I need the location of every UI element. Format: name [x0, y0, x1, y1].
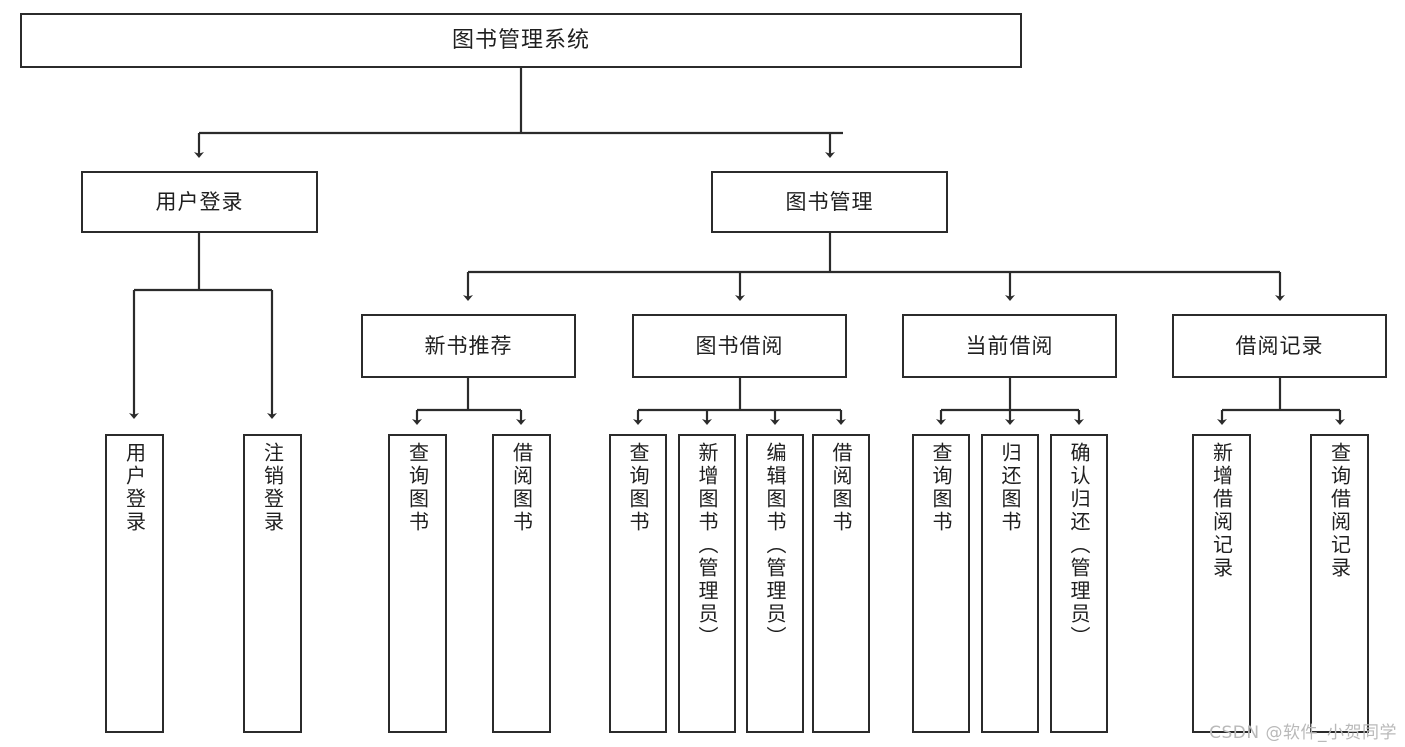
node-root[interactable]: 图书管理系统 — [20, 13, 1022, 68]
node-leaf-user-logout[interactable]: 注销登录 — [243, 434, 302, 733]
node-leaf-query-book-2[interactable]: 查询图书 — [609, 434, 667, 733]
node-leaf-return-book-label: 归还图书 — [998, 442, 1022, 534]
node-new-book-rec-label: 新书推荐 — [424, 333, 513, 358]
node-leaf-add-book[interactable]: 新增图书（管理员） — [678, 434, 736, 733]
node-book-manage-label: 图书管理 — [785, 189, 874, 214]
node-book-borrow-label: 图书借阅 — [695, 333, 784, 358]
node-borrow-record-label: 借阅记录 — [1235, 333, 1324, 358]
node-leaf-add-record[interactable]: 新增借阅记录 — [1192, 434, 1251, 733]
node-leaf-confirm-return[interactable]: 确认归还（管理员） — [1050, 434, 1108, 733]
node-leaf-user-logout-label: 注销登录 — [260, 442, 285, 534]
node-leaf-borrow-book-1[interactable]: 借阅图书 — [492, 434, 551, 733]
node-leaf-user-login[interactable]: 用户登录 — [105, 434, 164, 733]
node-leaf-edit-book-label: 编辑图书（管理员） — [763, 442, 787, 649]
node-leaf-query-book-1-label: 查询图书 — [405, 442, 430, 534]
node-borrow-record[interactable]: 借阅记录 — [1172, 314, 1387, 378]
node-leaf-query-book-3-label: 查询图书 — [929, 442, 953, 534]
node-current-borrow-label: 当前借阅 — [965, 333, 1054, 358]
node-book-manage[interactable]: 图书管理 — [711, 171, 948, 233]
node-leaf-query-book-3[interactable]: 查询图书 — [912, 434, 970, 733]
node-current-borrow[interactable]: 当前借阅 — [902, 314, 1117, 378]
node-leaf-confirm-return-label: 确认归还（管理员） — [1067, 442, 1091, 649]
node-leaf-query-book-2-label: 查询图书 — [626, 442, 650, 534]
node-new-book-rec[interactable]: 新书推荐 — [361, 314, 576, 378]
node-leaf-borrow-book-1-label: 借阅图书 — [509, 442, 534, 534]
node-leaf-query-book-1[interactable]: 查询图书 — [388, 434, 447, 733]
csdn-watermark: CSDN @软件_小贺同学 — [1209, 723, 1397, 743]
node-leaf-query-record[interactable]: 查询借阅记录 — [1310, 434, 1369, 733]
node-leaf-borrow-book-2-label: 借阅图书 — [829, 442, 853, 534]
node-leaf-user-login-label: 用户登录 — [122, 442, 147, 534]
node-leaf-add-record-label: 新增借阅记录 — [1209, 442, 1234, 580]
node-leaf-edit-book[interactable]: 编辑图书（管理员） — [746, 434, 804, 733]
node-user-login-label: 用户登录 — [155, 189, 244, 214]
node-user-login[interactable]: 用户登录 — [81, 171, 318, 233]
node-root-label: 图书管理系统 — [451, 27, 590, 53]
node-leaf-add-book-label: 新增图书（管理员） — [695, 442, 719, 649]
node-leaf-return-book[interactable]: 归还图书 — [981, 434, 1039, 733]
node-leaf-borrow-book-2[interactable]: 借阅图书 — [812, 434, 870, 733]
node-book-borrow[interactable]: 图书借阅 — [632, 314, 847, 378]
node-leaf-query-record-label: 查询借阅记录 — [1327, 442, 1352, 580]
